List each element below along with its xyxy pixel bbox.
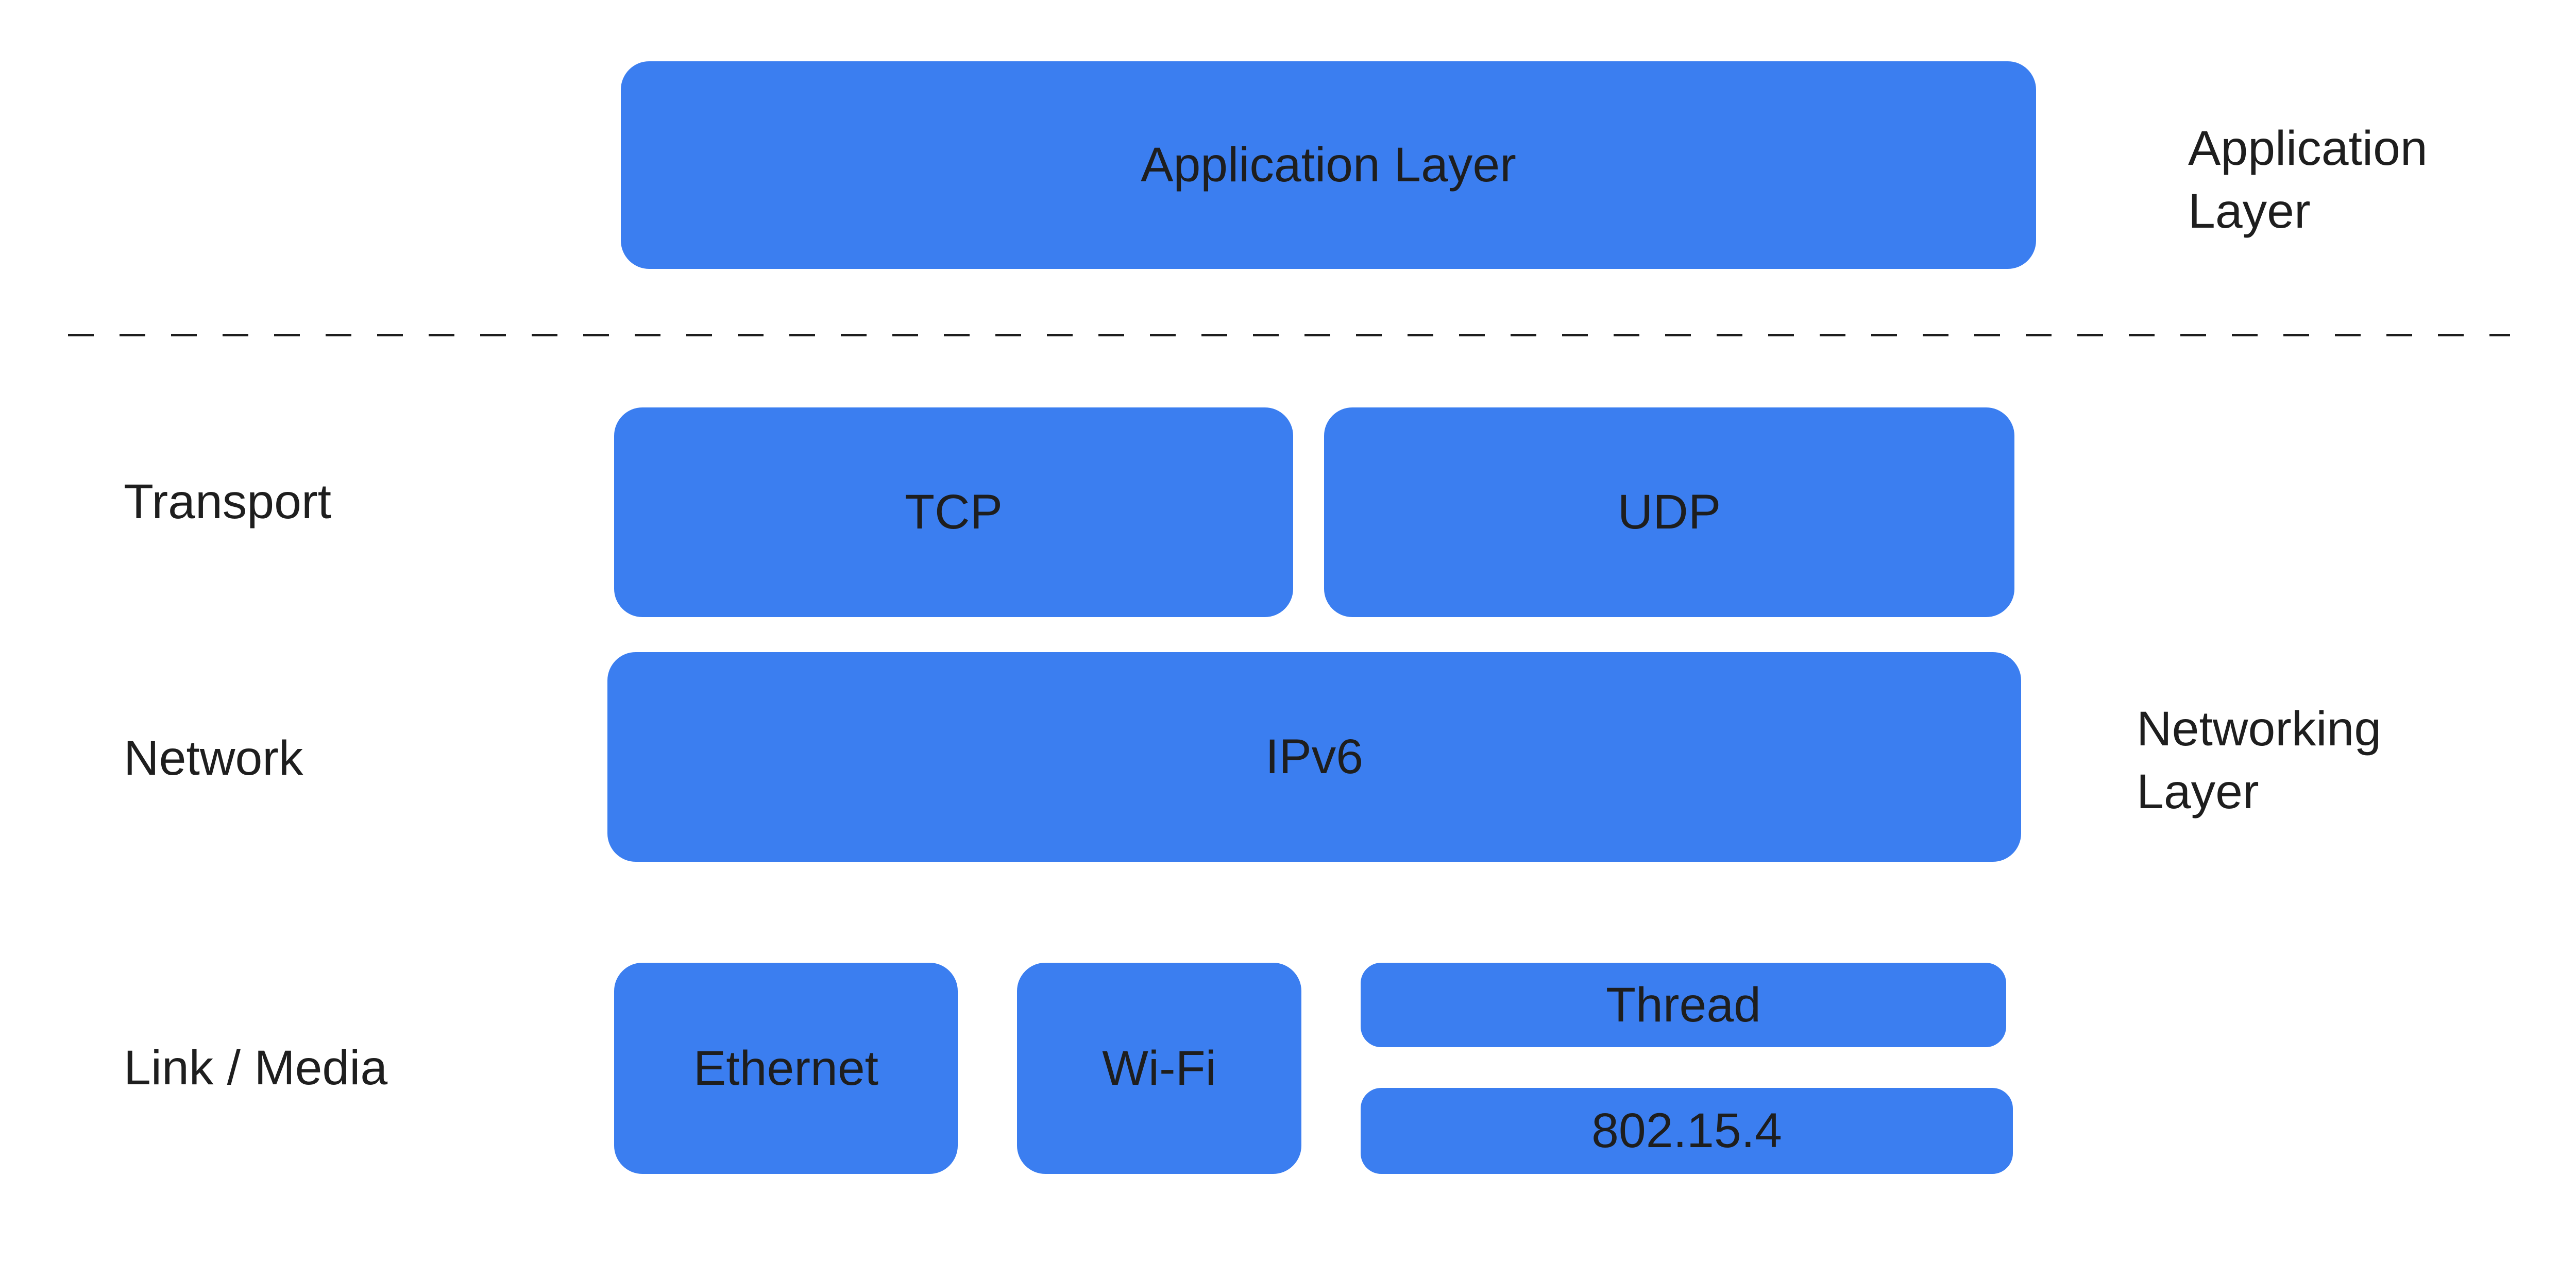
networking-layer-annotation-line2: Layer xyxy=(2137,764,2259,819)
networking-layer-annotation-line1: Networking xyxy=(2137,702,2382,756)
ieee-802-15-4-box: 802.15.4 xyxy=(1361,1088,2013,1174)
ethernet-box: Ethernet xyxy=(614,963,958,1174)
wifi-box: Wi-Fi xyxy=(1017,963,1301,1174)
link-media-row-label: Link / Media xyxy=(124,1041,388,1095)
layer-separator-dashed-line xyxy=(68,334,2510,336)
network-row-label: Network xyxy=(124,731,303,786)
application-layer-box: Application Layer xyxy=(621,61,2036,269)
networking-layer-annotation: Networking Layer xyxy=(2137,697,2381,823)
udp-box: UDP xyxy=(1324,407,2014,617)
transport-row-label: Transport xyxy=(124,474,332,529)
application-layer-annotation-line1: Application xyxy=(2188,121,2428,176)
ipv6-box: IPv6 xyxy=(607,652,2021,862)
thread-box: Thread xyxy=(1361,963,2006,1047)
tcp-box: TCP xyxy=(614,407,1293,617)
application-layer-annotation: Application Layer xyxy=(2188,117,2428,243)
application-layer-annotation-line2: Layer xyxy=(2188,184,2311,238)
